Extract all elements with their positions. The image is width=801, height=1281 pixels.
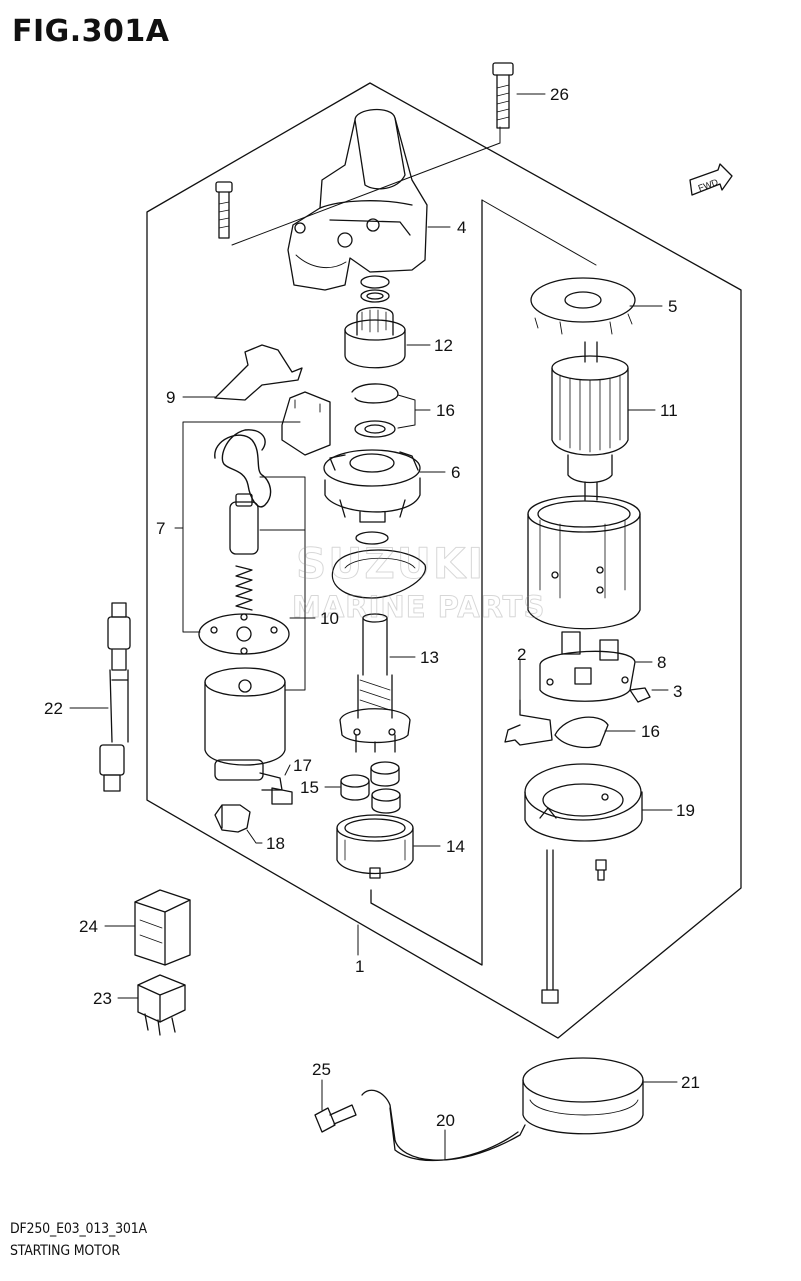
callout-10: 10 (320, 609, 339, 628)
spring-wire (214, 429, 272, 508)
callout-6: 6 (451, 463, 460, 482)
pinion-12 (344, 306, 406, 369)
clamp-18 (214, 804, 251, 833)
figure-code: DF250_E03_013_301A (10, 1221, 147, 1237)
callouts: 1 2 3 4 5 6 7 8 9 10 11 12 13 14 15 16 1… (44, 85, 700, 1130)
figure-title: FIG.301A (12, 14, 170, 49)
callout-13: 13 (420, 648, 439, 667)
callout-3: 3 (673, 682, 682, 701)
bracket-9 (214, 344, 303, 401)
callout-14: 14 (446, 837, 465, 856)
plunger (229, 493, 259, 555)
callout-12: 12 (434, 336, 453, 355)
callout-25: 25 (312, 1060, 331, 1079)
spring-coil (235, 565, 253, 611)
bolt-26 (492, 62, 514, 129)
callout-5: 5 (668, 297, 677, 316)
callout-21: 21 (681, 1073, 700, 1092)
plunger-cover (281, 391, 331, 456)
figure-caption: STARTING MOTOR (10, 1243, 120, 1259)
end-cover-19 (524, 763, 643, 842)
ring-gear-14 (336, 814, 414, 879)
plate-16 (554, 716, 609, 749)
spacer-5 (530, 277, 636, 335)
callout-16b: 16 (641, 722, 660, 741)
gears-15 (340, 761, 401, 814)
solenoid-plate (198, 613, 290, 655)
shaft-13 (339, 613, 411, 753)
brush-holder-8 (539, 631, 636, 702)
relay-24 (134, 889, 191, 966)
relay-23 (137, 974, 186, 1036)
fwd-direction-tag: FWD (689, 163, 733, 196)
terminal-17 (259, 772, 293, 805)
gasket-10 (331, 549, 426, 599)
bolt-small (215, 181, 233, 239)
callout-7: 7 (156, 519, 165, 538)
cap-6 (323, 449, 421, 523)
watermark-line1: SUZUKI (296, 539, 485, 588)
callout-18: 18 (266, 834, 285, 853)
washer-16 (354, 420, 396, 438)
callout-11: 11 (660, 401, 678, 420)
armature-11 (551, 341, 629, 501)
callout-2: 2 (517, 645, 526, 664)
watermark: SUZUKI MARINE PARTS (292, 539, 545, 625)
drive-end-housing (287, 108, 428, 291)
subassembly-outline (370, 199, 483, 966)
through-bolt (541, 849, 559, 1004)
callout-9: 9 (166, 388, 175, 407)
callout-16a: 16 (436, 401, 455, 420)
strap-20 (361, 1089, 526, 1162)
callout-15: 15 (300, 778, 319, 797)
callout-26: 26 (550, 85, 569, 104)
nut-3 (629, 687, 651, 703)
yoke (527, 495, 641, 630)
callout-20: 20 (436, 1111, 455, 1130)
lead-wire-22 (99, 602, 131, 792)
band-21 (522, 1057, 644, 1135)
assembly-outline (146, 82, 742, 1039)
callout-23: 23 (93, 989, 112, 1008)
clip-16 (351, 383, 399, 404)
callout-1: 1 (355, 957, 364, 976)
callout-19: 19 (676, 801, 695, 820)
callout-17: 17 (293, 756, 312, 775)
solenoid-body (204, 667, 286, 781)
callout-24: 24 (79, 917, 98, 936)
callout-4: 4 (457, 218, 466, 237)
callout-8: 8 (657, 653, 666, 672)
lead-2 (504, 699, 553, 746)
callout-22: 22 (44, 699, 63, 718)
bolt-25 (314, 1104, 357, 1133)
leader-lines (69, 93, 678, 1161)
watermark-line2: MARINE PARTS (292, 590, 545, 624)
